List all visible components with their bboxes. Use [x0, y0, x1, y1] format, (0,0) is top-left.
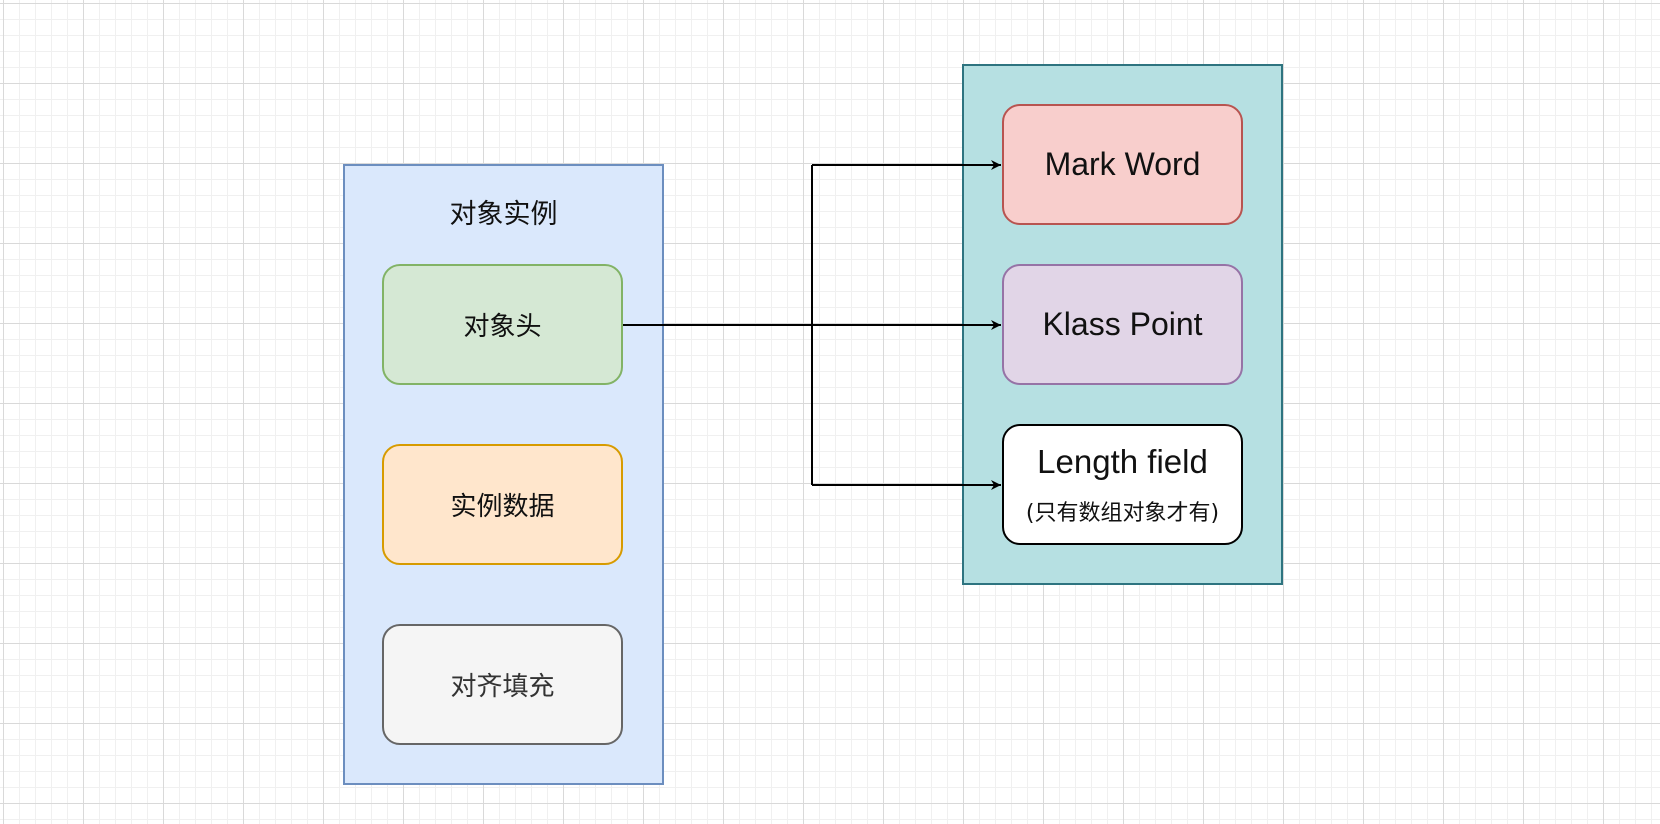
object-instance-title: 对象实例	[449, 199, 558, 230]
length-field-label: Length field	[1037, 442, 1208, 480]
object-header-label: 对象头	[463, 312, 542, 342]
klass-point-label: Klass Point	[1042, 306, 1203, 342]
mark-word-label: Mark Word	[1044, 146, 1201, 182]
object-header-node[interactable]: 对象头	[382, 264, 623, 385]
padding-node[interactable]: 对齐填充	[382, 624, 623, 745]
instance-data-label: 实例数据	[450, 492, 555, 522]
length-field-note: (只有数组对象才有)	[1025, 500, 1220, 526]
mark-word-node[interactable]: Mark Word	[1002, 104, 1243, 225]
klass-point-node[interactable]: Klass Point	[1002, 264, 1243, 385]
length-field-node[interactable]: Length field (只有数组对象才有)	[1002, 424, 1243, 545]
padding-label: 对齐填充	[450, 672, 555, 702]
instance-data-node[interactable]: 实例数据	[382, 444, 623, 565]
